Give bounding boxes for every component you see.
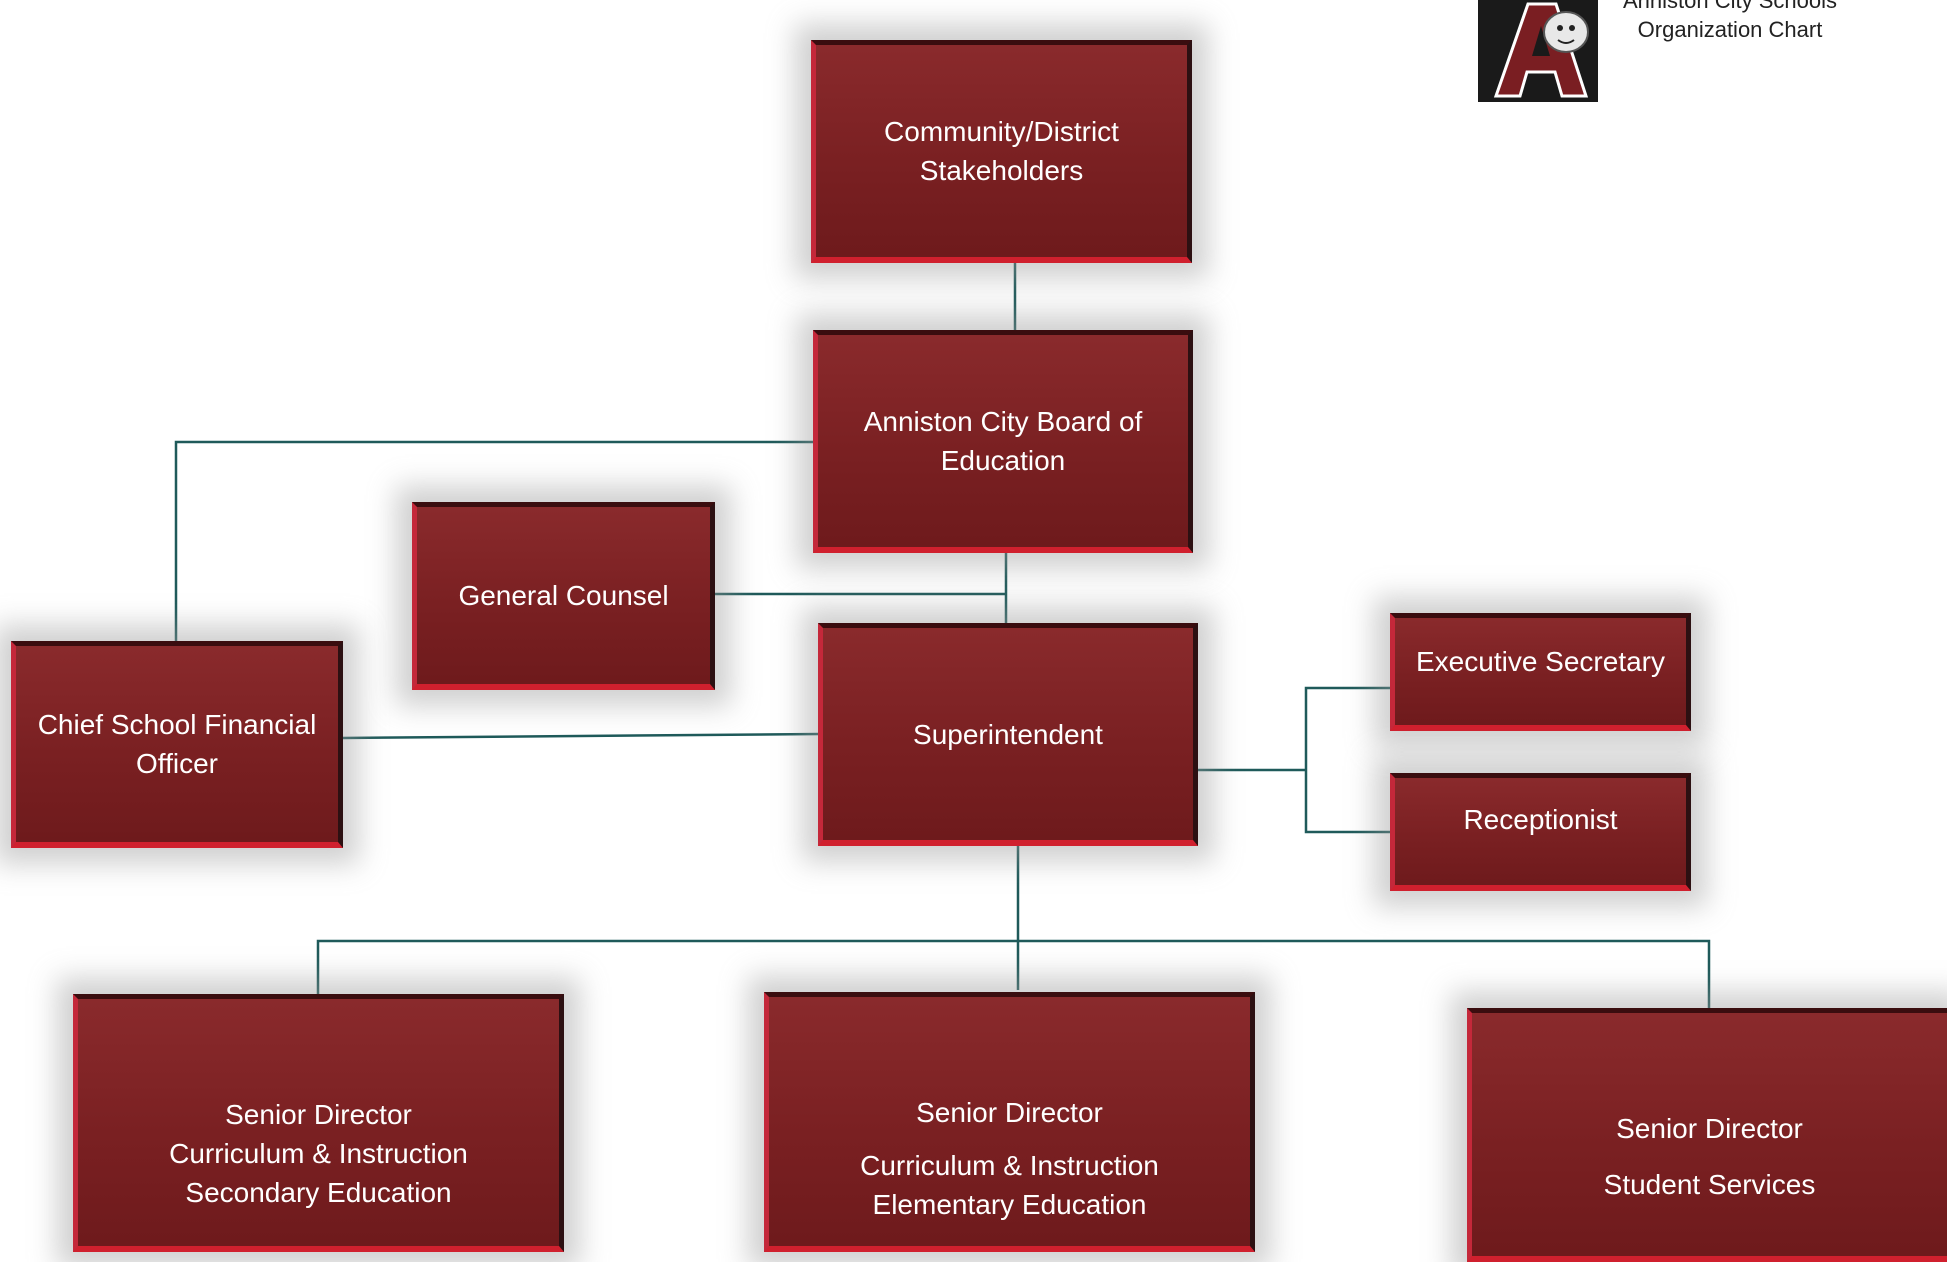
chart-title-line1: Anniston City Schools (1623, 0, 1837, 13)
node-senior-director-secondary-line2: Curriculum & Instruction (169, 1138, 468, 1169)
connector-staff-bracket (1304, 686, 1392, 834)
node-board: Anniston City Board of Education (813, 330, 1193, 553)
node-senior-director-secondary-line1: Senior Director (225, 1099, 412, 1130)
node-senior-director-secondary: Senior Director Curriculum & Instruction… (73, 994, 564, 1252)
node-cfo-line2: Officer (136, 748, 218, 779)
bulldog-a-logo-icon (1478, 0, 1598, 102)
node-superintendent-line1: Superintendent (913, 718, 1103, 750)
node-stakeholders-line1: Community/District (884, 116, 1119, 147)
node-receptionist: Receptionist (1390, 773, 1691, 891)
node-board-line2: Education (940, 445, 1066, 476)
node-cfo: Chief School Financial Officer (11, 641, 343, 848)
node-senior-director-elementary-line3: Elementary Education (872, 1189, 1147, 1220)
node-senior-director-student-services-line1: Senior Director (1616, 1113, 1803, 1144)
node-stakeholders-line2: Stakeholders (919, 155, 1084, 186)
node-senior-director-secondary-line3: Secondary Education (185, 1177, 452, 1208)
node-senior-director-student-services-line2: Student Services (1603, 1169, 1816, 1200)
chart-title: Anniston City Schools Organization Chart (1560, 0, 1900, 44)
connector-board-cfo (174, 440, 818, 645)
chart-title-line2: Organization Chart (1637, 17, 1823, 42)
connector-cfo-superintendent (341, 732, 821, 740)
node-senior-director-elementary-line2: Curriculum & Instruction (860, 1150, 1159, 1181)
node-general-counsel-line1: General Counsel (458, 580, 669, 611)
node-executive-secretary: Executive Secretary (1390, 613, 1691, 731)
node-superintendent: Superintendent (818, 623, 1198, 846)
node-cfo-line1: Chief School Financial (37, 709, 317, 740)
district-logo (1478, 0, 1598, 102)
node-senior-director-elementary-line1: Senior Director (916, 1097, 1103, 1128)
node-stakeholders: Community/District Stakeholders (811, 40, 1192, 263)
node-receptionist-line1: Receptionist (1463, 804, 1618, 835)
connector-directors-bus (316, 939, 1711, 1010)
node-executive-secretary-line1: Executive Secretary (1416, 646, 1665, 677)
node-general-counsel: General Counsel (412, 502, 715, 690)
node-senior-director-student-services: Senior Director Student Services (1467, 1008, 1947, 1262)
node-board-line1: Anniston City Board of (863, 406, 1143, 437)
node-senior-director-elementary: Senior Director Curriculum & Instruction… (764, 992, 1255, 1252)
